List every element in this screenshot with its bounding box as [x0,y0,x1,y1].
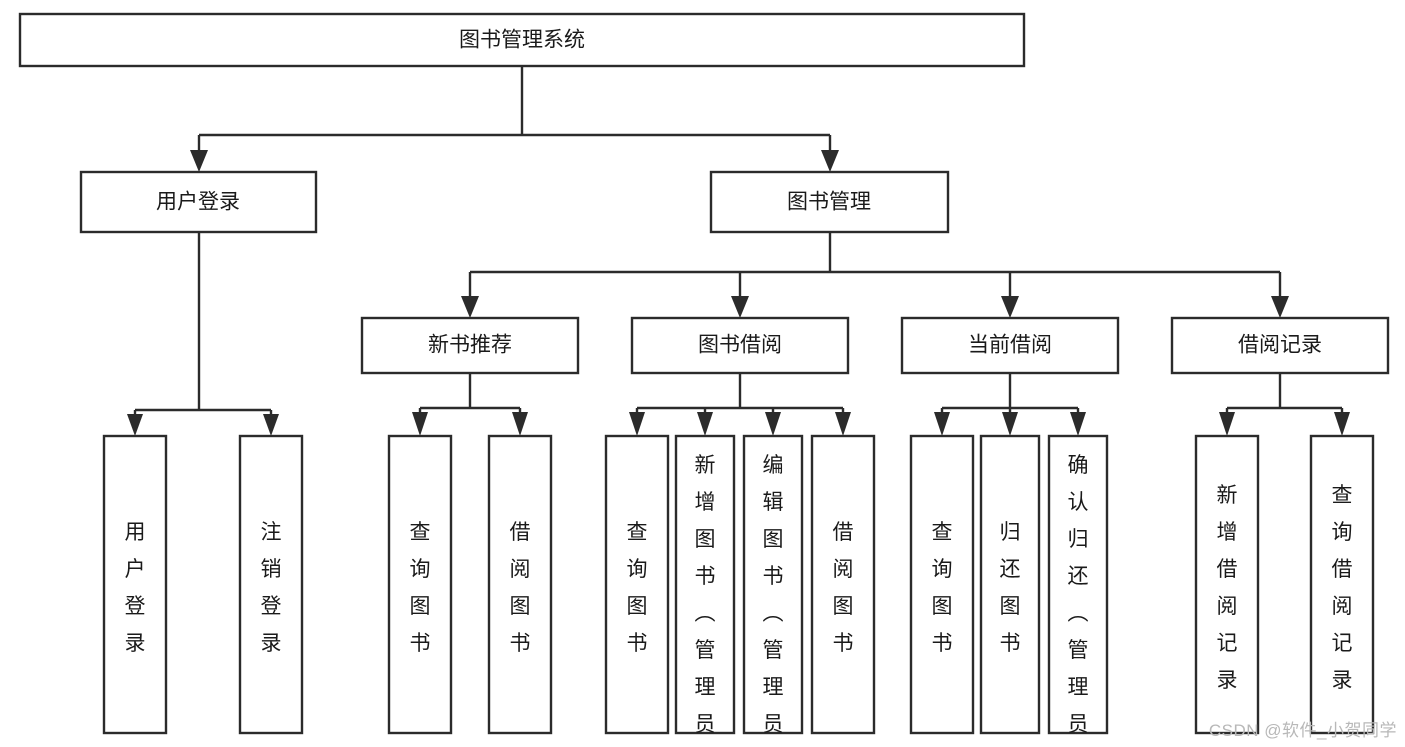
node-leaf-edit-book-label: 编辑图书︵管理员︶ [763,454,784,747]
node-leaf-query-book-1-box[interactable] [387,434,453,735]
node-leaf-query-record-box[interactable] [1309,434,1375,735]
node-leaf-logout-label: 注销登录 [261,521,282,655]
node-current-borrow-box[interactable] [900,316,1120,375]
node-leaf-confirm-return[interactable]: 确认归还︵管理员︶ [1047,434,1109,747]
node-leaf-borrow-book-2-box[interactable] [810,434,876,735]
node-leaf-return-book-box[interactable] [979,434,1041,735]
node-leaf-edit-book[interactable]: 编辑图书︵管理员︶ [742,434,804,747]
node-book-manage-label: 图书管理 [787,191,871,214]
arrow-to-user-login [190,150,208,172]
arrow-leaf-query-record [1334,412,1350,436]
arrow-leaf-query-book-1 [412,412,428,436]
node-user-login[interactable]: 用户登录 [79,170,318,234]
node-root-box[interactable] [18,12,1026,68]
arrow-to-borrow-record [1271,296,1289,318]
node-leaf-query-record-label: 查询借阅记录 [1332,484,1353,692]
node-book-manage[interactable]: 图书管理 [709,170,950,234]
node-new-book-rec-box[interactable] [360,316,580,375]
node-leaf-return-book[interactable]: 归还图书 [979,434,1041,735]
node-current-borrow[interactable]: 当前借阅 [900,316,1120,375]
node-leaf-query-book-2[interactable]: 查询图书 [604,434,670,735]
node-leaf-borrow-book-1-box[interactable] [487,434,553,735]
node-leaf-user-login[interactable]: 用户登录 [102,434,168,735]
node-leaf-query-book-1-label: 查询图书 [410,521,431,655]
arrow-leaf-user-login [127,414,143,436]
node-leaf-return-book-label: 归还图书 [1000,521,1021,655]
node-book-borrow-label: 图书借阅 [698,334,782,357]
node-user-login-label: 用户登录 [156,191,240,214]
node-leaf-query-book-3[interactable]: 查询图书 [909,434,975,735]
arrow-to-new-book-rec [461,296,479,318]
arrow-to-book-borrow [731,296,749,318]
arrow-leaf-return-book [1002,412,1018,436]
node-leaf-edit-book-box[interactable] [742,434,804,735]
node-new-book-rec[interactable]: 新书推荐 [360,316,580,375]
csdn-watermark: CSDN @软件_小贺同学 [1208,721,1397,740]
node-leaf-query-book-1[interactable]: 查询图书 [387,434,453,735]
arrow-leaf-confirm-return [1070,412,1086,436]
node-new-book-rec-label: 新书推荐 [428,334,512,357]
node-book-borrow[interactable]: 图书借阅 [630,316,850,375]
arrow-leaf-logout [263,414,279,436]
node-leaf-borrow-book-1-label: 借阅图书 [510,521,531,655]
node-leaf-user-login-box[interactable] [102,434,168,735]
node-leaf-query-book-3-box[interactable] [909,434,975,735]
arrow-leaf-query-book-2 [629,412,645,436]
arrow-leaf-edit-book [765,412,781,436]
node-leaf-query-book-2-box[interactable] [604,434,670,735]
node-book-borrow-box[interactable] [630,316,850,375]
node-borrow-record-box[interactable] [1170,316,1390,375]
node-leaf-add-book-box[interactable] [674,434,736,735]
node-borrow-record[interactable]: 借阅记录 [1170,316,1390,375]
node-root-label: 图书管理系统 [459,29,585,52]
arrow-leaf-add-book [697,412,713,436]
node-leaf-add-record-box[interactable] [1194,434,1260,735]
arrow-to-book-manage [821,150,839,172]
node-leaf-logout-box[interactable] [238,434,304,735]
node-leaf-borrow-book-2-label: 借阅图书 [833,521,854,655]
node-leaf-borrow-book-2[interactable]: 借阅图书 [810,434,876,735]
arrow-to-current-borrow [1001,296,1019,318]
arrow-leaf-query-book-3 [934,412,950,436]
node-leaf-query-record[interactable]: 查询借阅记录 [1309,434,1375,735]
node-leaf-borrow-book-1[interactable]: 借阅图书 [487,434,553,735]
node-borrow-record-label: 借阅记录 [1238,334,1322,357]
arrow-leaf-borrow-book-2 [835,412,851,436]
node-leaf-add-book-label: 新增图书︵管理员︶ [695,454,716,747]
node-leaf-user-login-label: 用户登录 [125,521,146,655]
node-leaf-query-book-3-label: 查询图书 [932,521,953,655]
node-user-login-box[interactable] [79,170,318,234]
node-leaf-add-book[interactable]: 新增图书︵管理员︶ [674,434,736,747]
node-leaf-query-book-2-label: 查询图书 [627,521,648,655]
node-leaf-confirm-return-box[interactable] [1047,434,1109,735]
node-book-manage-box[interactable] [709,170,950,234]
node-current-borrow-label: 当前借阅 [968,334,1052,357]
arrow-leaf-borrow-book-1 [512,412,528,436]
node-leaf-confirm-return-label: 确认归还︵管理员︶ [1068,454,1089,747]
arrow-leaf-add-record [1219,412,1235,436]
node-leaf-add-record-label: 新增借阅记录 [1217,484,1238,692]
node-root[interactable]: 图书管理系统 [18,12,1026,68]
connector-layer [127,66,1350,436]
node-leaf-add-record[interactable]: 新增借阅记录 [1194,434,1260,735]
node-leaf-logout[interactable]: 注销登录 [238,434,304,735]
